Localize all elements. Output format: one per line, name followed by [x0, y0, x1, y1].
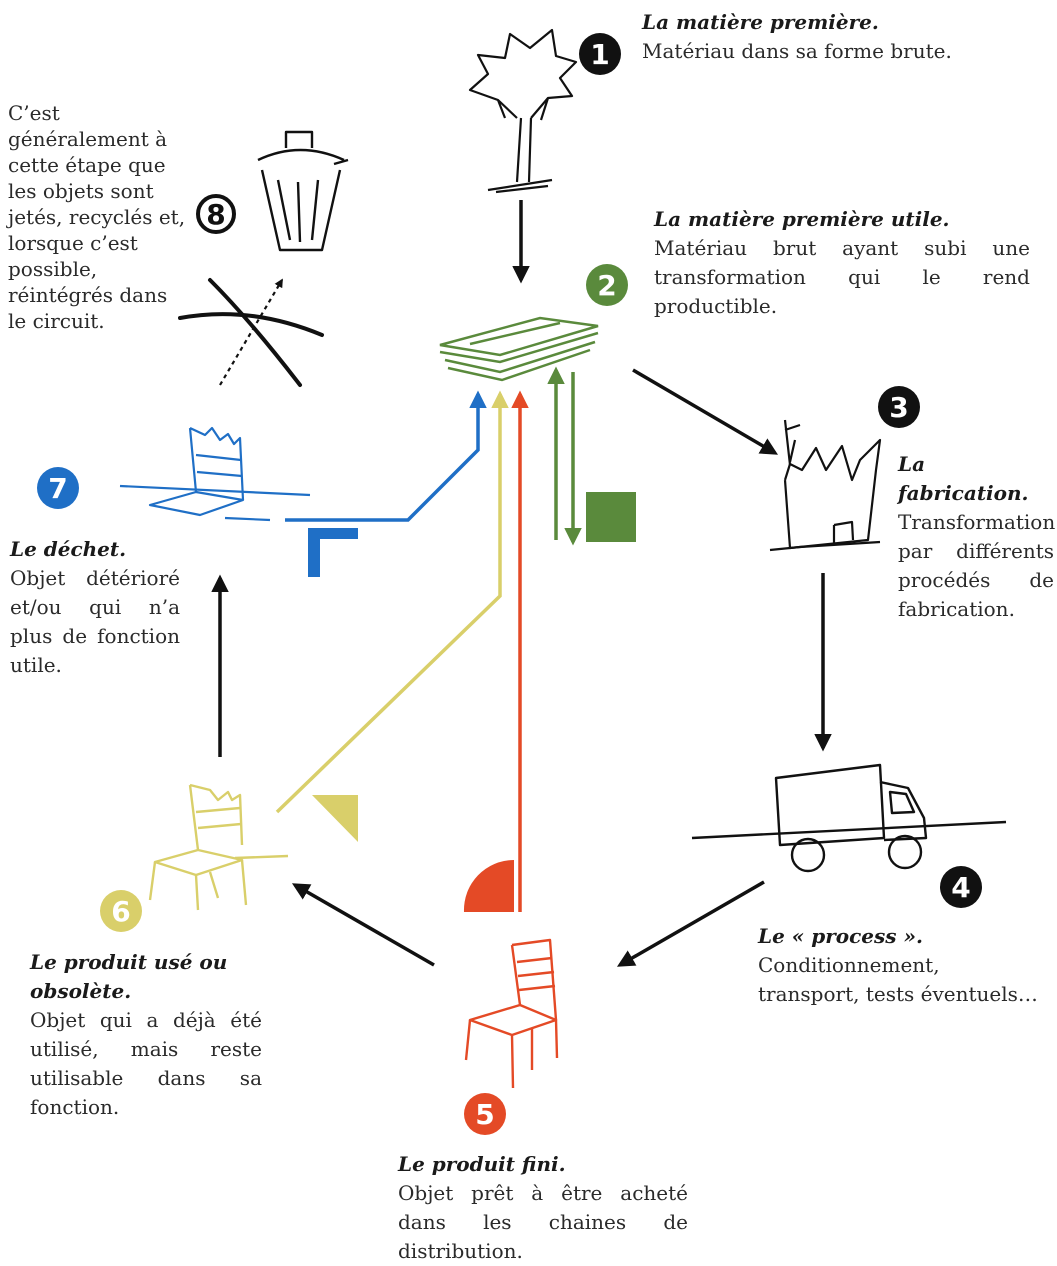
worn-chair-icon	[148, 783, 289, 911]
step-8-desc: C’est généralement à cette étape que les…	[8, 101, 186, 333]
arrow-2-to-3	[632, 368, 779, 455]
step-6-desc: Objet qui a déjà été utilisé, mais reste…	[30, 1008, 262, 1119]
yellow-triangle-mark	[312, 795, 358, 842]
blue-corner-mark	[308, 528, 358, 577]
step-6-text: Le produit usé ou obsolète. Objet qui a …	[30, 948, 262, 1122]
step-5-number: 5	[464, 1093, 506, 1135]
step-4-title: Le « process ».	[758, 924, 923, 948]
green-square-mark	[586, 492, 636, 542]
step-7-text: Le déchet. Objet détérioré et/ou qui n’a…	[10, 535, 180, 680]
step-7-desc: Objet détérioré et/ou qui n’a plus de fo…	[10, 566, 180, 677]
step-4-number: 4	[940, 866, 982, 908]
step-6-title: Le produit usé ou obsolète.	[30, 950, 228, 1003]
step-1-number: 1	[579, 33, 621, 75]
planks-icon	[439, 316, 599, 382]
step-3-desc: Transformation par différents procédés d…	[898, 510, 1056, 621]
dotted-arrow-to-trash	[219, 278, 283, 386]
step-8-number: 8	[196, 194, 236, 234]
arrow-4-to-5	[616, 880, 765, 967]
step-3-number: 3	[878, 386, 920, 428]
step-5-desc: Objet prêt à être acheté dans les chaine…	[398, 1181, 688, 1263]
yellow-arrow-return	[275, 390, 509, 814]
step-7-number: 7	[37, 467, 79, 509]
cross-mark	[178, 278, 324, 387]
step-7-title: Le déchet.	[10, 537, 127, 561]
broken-chair-icon	[119, 426, 311, 522]
step-1-text: La matière première. Matériau dans sa fo…	[642, 8, 1022, 66]
red-quarter-circle-mark	[463, 860, 514, 912]
step-2-title: La matière première utile.	[654, 207, 950, 231]
tree-icon	[468, 28, 578, 194]
factory-icon	[769, 419, 882, 552]
step-1-desc: Matériau dans sa forme brute.	[642, 39, 952, 63]
step-8-text: C’est généralement à cette étape que les…	[8, 100, 188, 334]
step-4-desc: Conditionnement, transport, tests éventu…	[758, 953, 1038, 1006]
step-4-text: Le « process ». Conditionnement, transpo…	[758, 922, 1040, 1009]
step-2-desc: Matériau brut ayant subi une transformat…	[654, 236, 1030, 318]
step-3-title: La fabrication.	[898, 452, 1029, 505]
red-chair-icon	[464, 938, 559, 1089]
arrow-5-to-6	[291, 883, 435, 967]
step-2-number: 2	[586, 264, 628, 306]
step-1-title: La matière première.	[642, 10, 879, 34]
step-2-text: La matière première utile. Matériau brut…	[654, 205, 1030, 321]
blue-arrow-return	[285, 390, 487, 522]
step-5-title: Le produit fini.	[398, 1152, 566, 1176]
truck-icon	[691, 763, 1007, 873]
step-6-number: 6	[100, 890, 142, 932]
step-3-text: La fabrication. Transformation par diffé…	[898, 450, 1056, 624]
step-5-text: Le produit fini. Objet prêt à être achet…	[398, 1150, 688, 1266]
trash-can-icon	[257, 130, 349, 252]
